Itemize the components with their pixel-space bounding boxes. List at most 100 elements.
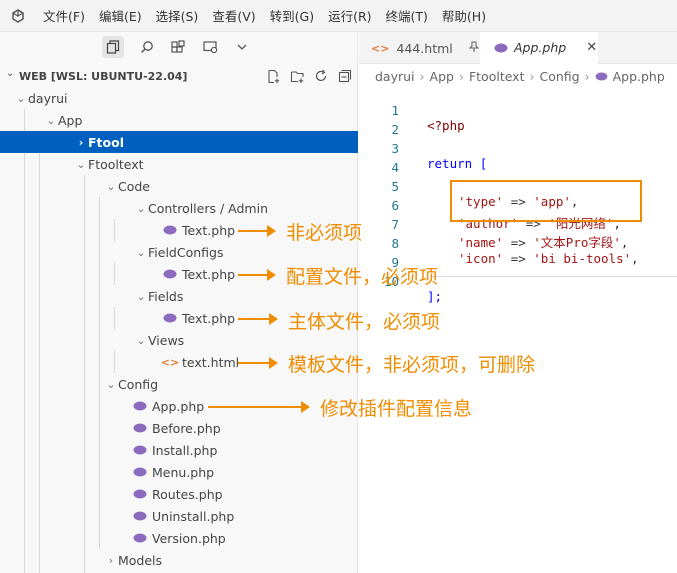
chevron-down-icon: ⌄ xyxy=(76,157,86,171)
tree-label: Ftooltext xyxy=(88,156,144,172)
extensions-icon[interactable] xyxy=(169,38,187,56)
code-line: 3 return [ xyxy=(359,126,677,171)
tree-folder-config[interactable]: ⌄ Config xyxy=(0,373,358,395)
tree-folder-fields[interactable]: ⌄ Fields xyxy=(0,285,358,307)
tree-folder-views[interactable]: ⌄ Views xyxy=(0,329,358,351)
code-line: 4 xyxy=(359,145,677,175)
config-value: 'bi bi-tools' xyxy=(533,251,632,266)
tree-label: Code xyxy=(118,178,151,194)
php-elephant-icon xyxy=(132,423,148,433)
explorer-sidebar: ⌄ WEB [WSL: UBUNTU-22.04] ⌄ dayrui ⌄ App… xyxy=(0,32,358,573)
tree-label: Models xyxy=(118,552,163,568)
menu-view[interactable]: 查看(V) xyxy=(212,9,256,24)
tab-444-html[interactable]: <> 444.html xyxy=(359,32,480,64)
tree-label: Install.php xyxy=(152,442,218,458)
refresh-icon[interactable] xyxy=(313,68,329,84)
breadcrumb: dayrui › App › Ftooltext › Config › App.… xyxy=(359,64,677,88)
tree-folder-models[interactable]: › Models xyxy=(0,549,358,571)
close-bracket: ]; xyxy=(427,289,443,304)
chevron-right-icon: › xyxy=(108,553,114,567)
breadcrumb-item[interactable]: dayrui xyxy=(375,68,415,84)
line-number: 3 xyxy=(391,141,399,156)
tree-file-menu-php[interactable]: Menu.php xyxy=(0,461,358,483)
arrow-operator: => xyxy=(510,194,526,209)
breadcrumb-item[interactable]: Ftooltext xyxy=(468,68,525,84)
pin-icon[interactable] xyxy=(468,40,480,56)
code-line: 5 'type' => 'app', xyxy=(359,164,677,209)
tree-file-fields-text-php[interactable]: Text.php xyxy=(0,307,358,329)
tree-file-version-php[interactable]: Version.php xyxy=(0,527,358,549)
tab-app-php[interactable]: App.php ✕ xyxy=(480,32,598,64)
php-elephant-icon xyxy=(132,445,148,455)
indent-guide xyxy=(84,175,85,573)
php-elephant-icon xyxy=(162,269,178,279)
code-editor[interactable]: 1 <?php 2 3 return [ 4 5 'type' => 'app'… xyxy=(359,88,677,304)
tree-file-routes-php[interactable]: Routes.php xyxy=(0,483,358,505)
menu-go[interactable]: 转到(G) xyxy=(269,9,315,24)
tree-folder-app[interactable]: ⌄ App xyxy=(0,109,358,131)
collapse-all-icon[interactable] xyxy=(337,68,353,84)
chevron-down-icon[interactable] xyxy=(233,38,251,56)
tree-file-text-html[interactable]: <> text.html xyxy=(0,351,358,373)
menu-bar: 文件(F) 编辑(E) 选择(S) 查看(V) 转到(G) 运行(R) 终端(T… xyxy=(0,0,677,32)
annotation-arrow xyxy=(208,401,310,413)
php-elephant-icon xyxy=(132,489,148,499)
breadcrumb-item[interactable]: Config xyxy=(539,68,580,84)
tree-file-uninstall-php[interactable]: Uninstall.php xyxy=(0,505,358,527)
line-number: 8 xyxy=(391,236,399,251)
tree-label: text.html xyxy=(182,354,240,370)
tree-folder-dayrui[interactable]: ⌄ dayrui xyxy=(0,87,358,109)
comma: , xyxy=(631,251,639,266)
new-file-icon[interactable] xyxy=(265,68,281,84)
tab-label: 444.html xyxy=(396,40,453,56)
breadcrumb-item[interactable]: App xyxy=(429,68,454,84)
annotation-fields: 主体文件，必须项 xyxy=(288,311,441,333)
menu-help[interactable]: 帮助(H) xyxy=(441,9,487,24)
indent-guide xyxy=(114,263,115,285)
tree-file-before-php[interactable]: Before.php xyxy=(0,417,358,439)
menu-edit[interactable]: 编辑(E) xyxy=(98,9,142,24)
config-key: 'type' xyxy=(458,194,504,209)
tree-label: App.php xyxy=(152,398,205,414)
tree-file-controllers-text-php[interactable]: Text.php xyxy=(0,219,358,241)
chevron-right-icon: › xyxy=(78,135,84,149)
chevron-down-icon: ⌄ xyxy=(6,68,15,79)
annotation-arrow xyxy=(238,225,276,237)
close-icon[interactable]: ✕ xyxy=(586,40,598,55)
tree-folder-ftooltext[interactable]: ⌄ Ftooltext xyxy=(0,153,358,175)
chevron-right-icon: › xyxy=(458,68,464,84)
explorer-section-header[interactable]: ⌄ WEB [WSL: UBUNTU-22.04] xyxy=(0,66,358,88)
php-elephant-icon xyxy=(132,511,148,521)
tree-label: Text.php xyxy=(182,266,236,282)
indent-guide xyxy=(39,131,40,573)
tree-folder-ftool[interactable]: › Ftool xyxy=(0,131,358,153)
new-folder-icon[interactable] xyxy=(289,68,305,84)
line-number: 5 xyxy=(391,179,399,194)
menu-selection[interactable]: 选择(S) xyxy=(155,9,199,24)
line-number: 1 xyxy=(391,103,399,118)
tree-folder-fieldconfigs[interactable]: ⌄ FieldConfigs xyxy=(0,241,358,263)
tree-file-install-php[interactable]: Install.php xyxy=(0,439,358,461)
remote-explorer-icon[interactable] xyxy=(201,38,219,56)
config-key: 'name' xyxy=(458,235,504,250)
tree-file-fieldconfigs-text-php[interactable]: Text.php xyxy=(0,263,358,285)
tree-folder-controllers-admin[interactable]: ⌄ Controllers / Admin xyxy=(0,197,358,219)
tree-file-app-php[interactable]: App.php xyxy=(0,395,358,417)
html-code-icon: <> xyxy=(160,355,180,369)
tree-label: Text.php xyxy=(182,222,236,238)
annotation-arrow xyxy=(238,269,276,281)
breadcrumb-item[interactable]: App.php xyxy=(612,68,665,84)
tree-folder-code[interactable]: ⌄ Code xyxy=(0,175,358,197)
chevron-down-icon: ⌄ xyxy=(136,201,146,215)
chevron-down-icon: ⌄ xyxy=(46,113,56,127)
menu-terminal[interactable]: 终端(T) xyxy=(385,9,428,24)
menu-run[interactable]: 运行(R) xyxy=(328,9,372,24)
chevron-right-icon: › xyxy=(419,68,425,84)
line-number: 2 xyxy=(391,122,399,137)
code-line: 9 xyxy=(359,240,677,270)
search-icon[interactable] xyxy=(138,38,156,56)
chevron-right-icon: › xyxy=(584,68,590,84)
menu-file[interactable]: 文件(F) xyxy=(43,9,85,24)
explorer-files-icon[interactable] xyxy=(102,36,124,58)
tree-label: Routes.php xyxy=(152,486,223,502)
